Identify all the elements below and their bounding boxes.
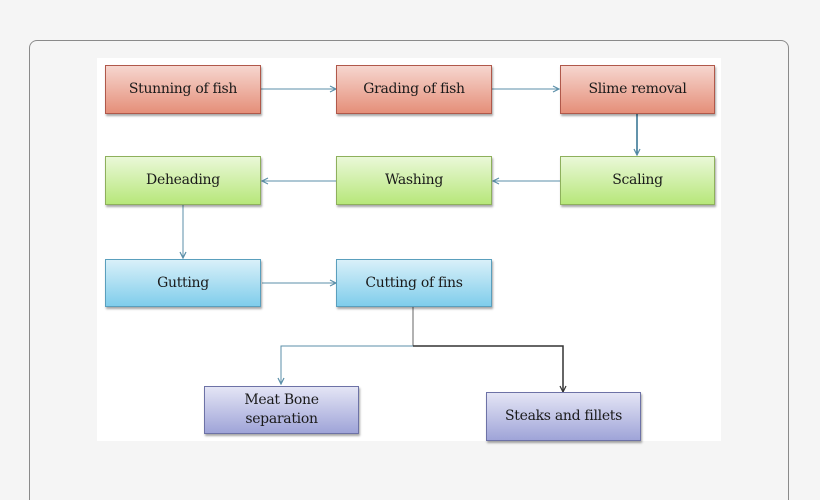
node-cutting-fins[interactable]: Cutting of fins xyxy=(336,259,492,307)
diagram-canvas xyxy=(97,58,721,441)
node-label: Grading of fish xyxy=(363,81,465,97)
node-grading[interactable]: Grading of fish xyxy=(336,65,492,114)
node-label: Washing xyxy=(384,172,444,188)
node-label: Steaks and fillets xyxy=(504,408,623,424)
node-label: Meat Bone separation xyxy=(244,392,319,427)
node-label: Stunning of fish xyxy=(128,81,238,97)
node-washing[interactable]: Washing xyxy=(336,156,492,205)
node-stunning[interactable]: Stunning of fish xyxy=(105,65,261,114)
node-slime-removal[interactable]: Slime removal xyxy=(560,65,715,114)
node-label: Gutting xyxy=(157,274,209,291)
node-label: Deheading xyxy=(146,172,220,188)
node-label: Cutting of fins xyxy=(365,274,463,291)
node-label: Scaling xyxy=(612,172,663,188)
node-label: Slime removal xyxy=(588,81,687,97)
node-meat-bone-separation[interactable]: Meat Bone separation xyxy=(204,386,359,434)
node-scaling[interactable]: Scaling xyxy=(560,156,715,205)
node-gutting[interactable]: Gutting xyxy=(105,259,261,307)
node-steaks-fillets[interactable]: Steaks and fillets xyxy=(486,392,641,441)
content-card xyxy=(29,40,789,500)
node-deheading[interactable]: Deheading xyxy=(105,156,261,205)
